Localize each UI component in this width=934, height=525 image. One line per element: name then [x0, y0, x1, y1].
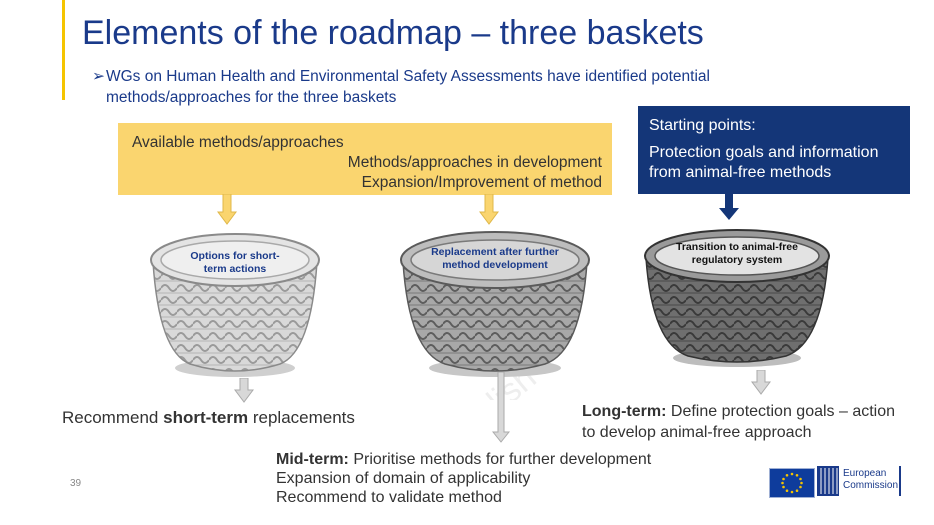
- commission-building-icon: [813, 462, 843, 500]
- outcome-long-bold: Long-term:: [582, 403, 667, 420]
- gray-arrow-short-icon: [234, 378, 254, 403]
- basket-mid-term-icon: [400, 231, 590, 377]
- outcome-mid-bold: Mid-term:: [276, 451, 349, 468]
- european-commission-logo: European Commission: [769, 462, 901, 500]
- navy-arrow-icon: [719, 194, 739, 220]
- ec-logo-line1: European: [843, 468, 887, 479]
- outcome-long-text: Define protection goals – action to deve…: [582, 403, 896, 441]
- outcome-short-suffix: replacements: [248, 408, 355, 427]
- basket-short-term-label: Options for short-term actions: [190, 250, 280, 275]
- methods-line-expansion: Expansion/Improvement of method: [361, 174, 602, 191]
- outcome-mid-line2: Expansion of domain of applicability: [276, 470, 531, 487]
- page-number: 39: [70, 478, 82, 489]
- gray-arrow-long-icon: [751, 370, 771, 395]
- yellow-arrow-left-icon: [217, 194, 237, 225]
- basket-long-term-icon: [644, 229, 830, 367]
- bullet-arrow-icon: ➢: [92, 68, 105, 85]
- methods-line-available: Available methods/approaches: [132, 134, 344, 151]
- accent-bar: [62, 0, 65, 100]
- starting-points-body: Protection goals and information from an…: [649, 144, 879, 181]
- outcome-mid-term: Mid-term: Prioritise methods for further…: [276, 450, 651, 507]
- starting-points-box: Starting points: Protection goals and in…: [638, 106, 910, 194]
- eu-flag-icon: [769, 468, 815, 498]
- subtitle-text: WGs on Human Health and Environmental Sa…: [106, 68, 710, 106]
- outcome-mid-line3: Recommend to validate method: [276, 489, 502, 506]
- ec-logo-text: European Commission: [843, 468, 898, 492]
- methods-box: Available methods/approaches Methods/app…: [118, 123, 612, 195]
- subtitle: ➢ WGs on Human Health and Environmental …: [92, 66, 852, 108]
- slide-title: Elements of the roadmap – three baskets: [82, 14, 704, 52]
- ec-logo-divider: [899, 466, 901, 496]
- yellow-arrow-right-icon: [479, 194, 499, 225]
- outcome-short-prefix: Recommend: [62, 408, 164, 427]
- outcome-mid-line1: Prioritise methods for further developme…: [348, 451, 652, 468]
- ec-logo-line2: Commission: [843, 480, 899, 491]
- gray-arrow-mid-icon: [492, 372, 510, 443]
- basket-long-term-label: Transition to animal-free regulatory sys…: [676, 241, 798, 266]
- outcome-short-bold: short-term: [163, 408, 249, 427]
- basket-mid-term-label: Replacement after further method develop…: [431, 246, 559, 271]
- starting-points-heading: Starting points:: [649, 117, 756, 134]
- methods-line-development: Methods/approaches in development: [347, 154, 602, 171]
- outcome-long-term: Long-term: Define protection goals – act…: [582, 401, 902, 443]
- outcome-short-term: Recommend short-term replacements: [62, 408, 355, 428]
- basket-short-term-icon: [150, 233, 320, 377]
